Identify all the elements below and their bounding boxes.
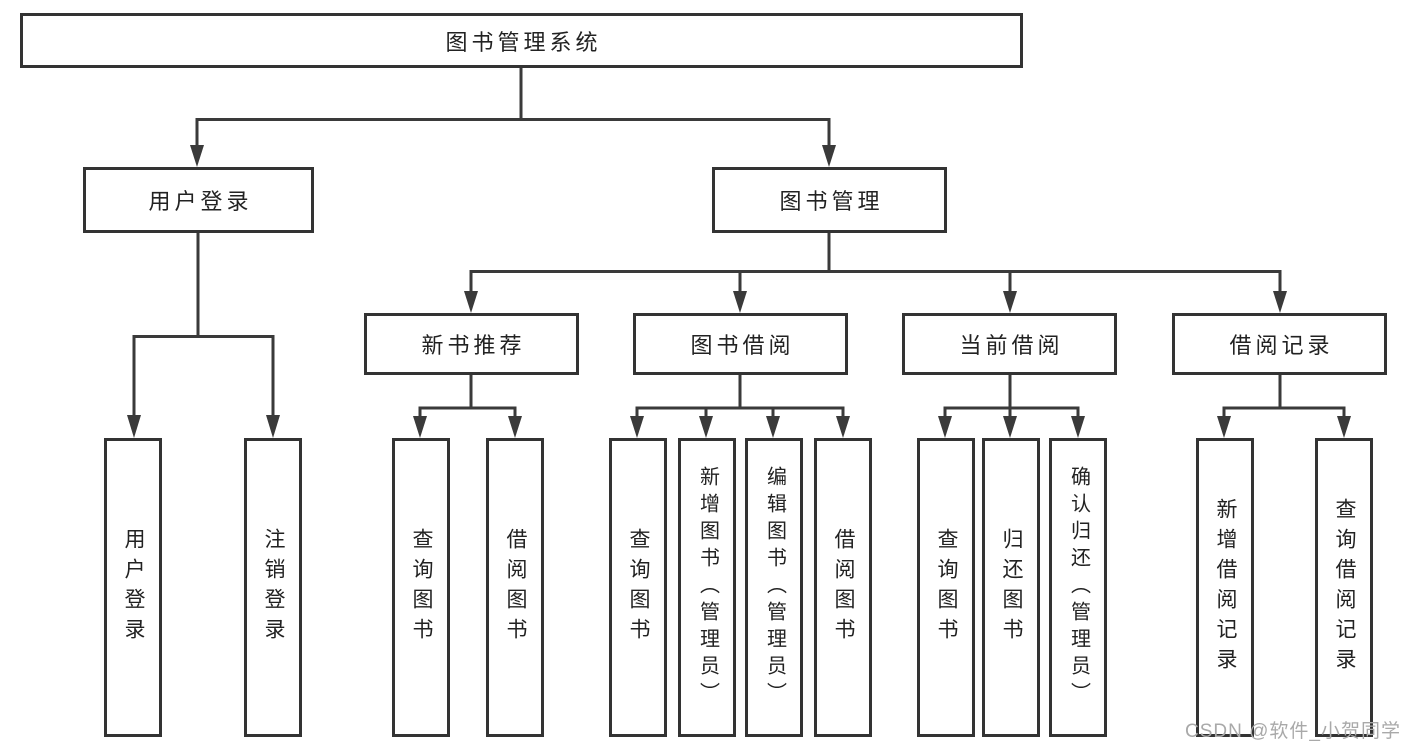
arrow-down-icon <box>733 291 747 313</box>
arrow-down-icon <box>630 416 644 438</box>
node-label: 归还图书 <box>1000 527 1024 648</box>
node-label: 当前借阅 <box>959 333 1064 358</box>
arrow-down-icon <box>766 416 780 438</box>
node-book-borrow: 图书借阅 <box>633 313 848 375</box>
node-label: 图书借阅 <box>690 333 795 358</box>
connector-book-borrow-children <box>630 375 850 438</box>
arrow-down-icon <box>1003 416 1017 438</box>
node-label: 新增借阅记录 <box>1214 497 1238 678</box>
node-label: 新书推荐 <box>421 333 526 358</box>
leaf-edit-books-admin: 编辑图书（管理员） <box>745 438 803 737</box>
leaf-logout: 注销登录 <box>244 438 302 737</box>
node-label: 图书管理 <box>779 189 884 214</box>
arrow-down-icon <box>1273 291 1287 313</box>
connector-new-book-children <box>413 375 522 438</box>
arrow-down-icon <box>1337 416 1351 438</box>
node-label: 查询图书 <box>627 527 651 648</box>
connector-current-borrow-children <box>938 375 1085 438</box>
arrow-down-icon <box>508 416 522 438</box>
arrow-down-icon <box>1071 416 1085 438</box>
node-label: 查询借阅记录 <box>1333 497 1357 678</box>
csdn-watermark: CSDN @软件_小贺同学 <box>1185 721 1401 742</box>
arrow-down-icon <box>1217 416 1231 438</box>
arrow-down-icon <box>1003 291 1017 313</box>
leaf-add-books-admin: 新增图书（管理员） <box>678 438 736 737</box>
arrow-down-icon <box>836 416 850 438</box>
arrow-down-icon <box>822 145 836 167</box>
connector-user-login-children <box>127 233 280 438</box>
node-label: 图书管理系统 <box>445 29 602 55</box>
arrow-down-icon <box>938 416 952 438</box>
node-current-borrow: 当前借阅 <box>902 313 1117 375</box>
arrow-down-icon <box>464 291 478 313</box>
connector-borrow-records-children <box>1217 375 1351 438</box>
node-label: 查询图书 <box>935 527 959 648</box>
node-label: 确认归还（管理员） <box>1067 466 1090 709</box>
arrow-down-icon <box>699 416 713 438</box>
node-label: 借阅记录 <box>1229 333 1334 358</box>
leaf-return-books: 归还图书 <box>982 438 1040 737</box>
connector-book-mgmt-children <box>464 233 1287 313</box>
node-library-system: 图书管理系统 <box>20 13 1023 68</box>
leaf-user-login: 用户登录 <box>104 438 162 737</box>
leaf-query-books-recommend: 查询图书 <box>392 438 450 737</box>
node-label: 用户登录 <box>122 527 146 648</box>
node-label: 借阅图书 <box>504 527 528 648</box>
leaf-confirm-return-admin: 确认归还（管理员） <box>1049 438 1107 737</box>
node-borrow-records: 借阅记录 <box>1172 313 1387 375</box>
leaf-borrow-books: 借阅图书 <box>814 438 872 737</box>
node-user-login: 用户登录 <box>83 167 314 233</box>
node-label: 注销登录 <box>262 527 286 648</box>
leaf-query-books-current: 查询图书 <box>917 438 975 737</box>
leaf-query-borrow-record: 查询借阅记录 <box>1315 438 1373 737</box>
leaf-add-borrow-record: 新增借阅记录 <box>1196 438 1254 737</box>
arrow-down-icon <box>127 415 141 438</box>
leaf-borrow-books-recommend: 借阅图书 <box>486 438 544 737</box>
arrow-down-icon <box>266 415 280 438</box>
node-label: 新增图书（管理员） <box>696 466 719 709</box>
leaf-query-books-borrow: 查询图书 <box>609 438 667 737</box>
arrow-down-icon <box>190 145 204 167</box>
node-label: 查询图书 <box>410 527 434 648</box>
connector-root-to-level2 <box>190 68 836 167</box>
node-label: 编辑图书（管理员） <box>763 466 786 709</box>
arrow-down-icon <box>413 416 427 438</box>
node-label: 借阅图书 <box>832 527 856 648</box>
node-book-management: 图书管理 <box>712 167 947 233</box>
node-new-book-recommend: 新书推荐 <box>364 313 579 375</box>
node-label: 用户登录 <box>148 189 253 214</box>
